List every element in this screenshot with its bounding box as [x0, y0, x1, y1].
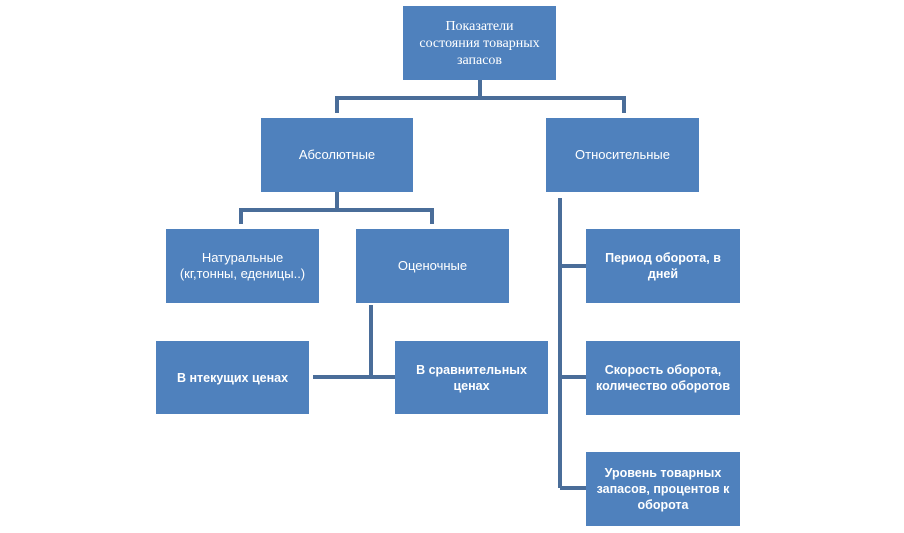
connector-estimated-children: [313, 305, 373, 379]
node-turnover-speed: Скорость оборота, количество оборотов: [586, 341, 740, 415]
node-absolute: Абсолютные: [261, 118, 413, 192]
node-stock-indicators: Показатели состояния товарных запасов: [403, 6, 556, 80]
node-turnover-period: Период оборота, в дней: [586, 229, 740, 303]
node-current-prices: В нтекущих ценах: [156, 341, 309, 414]
connector-absolute-children: [239, 208, 434, 224]
node-comparable-prices: В сравнительных ценах: [395, 341, 548, 414]
node-estimated: Оценочные: [356, 229, 509, 303]
node-inventory-level: Уровень товарных запасов, процентов к об…: [586, 452, 740, 526]
node-relative: Относительные: [546, 118, 699, 192]
connector-root-children: [335, 96, 626, 113]
node-natural: Натуральные (кг,тонны, еденицы..): [166, 229, 319, 303]
